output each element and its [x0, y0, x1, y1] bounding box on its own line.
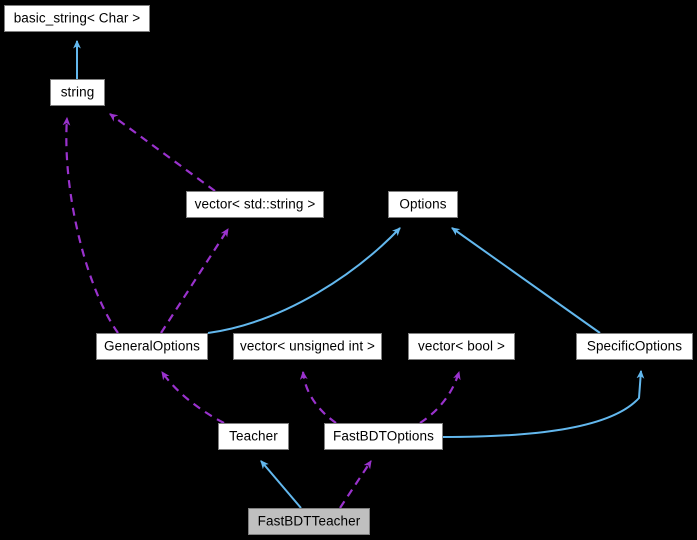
edge-fastbdt-options-to-specific-options	[442, 369, 645, 438]
node-general-options[interactable]: GeneralOptions	[96, 333, 208, 360]
node-label: vector< std::string >	[194, 196, 316, 212]
node-label: SpecificOptions	[586, 338, 683, 354]
node-vector-std-string[interactable]: vector< std::string >	[186, 191, 324, 218]
node-label: FastBDTOptions	[333, 428, 434, 444]
node-fastbdt-teacher[interactable]: FastBDTTeacher	[248, 508, 370, 535]
node-specific-options[interactable]: SpecificOptions	[576, 333, 693, 360]
node-label: GeneralOptions	[104, 338, 200, 354]
node-string[interactable]: string	[50, 79, 105, 106]
edge-fastbdt-teacher-to-teacher	[260, 460, 302, 509]
edge-general-options-to-string	[62, 116, 119, 334]
node-vector-unsigned-int[interactable]: vector< unsigned int >	[233, 333, 382, 360]
node-label: FastBDTTeacher	[257, 513, 361, 529]
node-teacher[interactable]: Teacher	[218, 423, 289, 450]
edge-teacher-to-general-options	[161, 371, 225, 424]
edge-fastbdt-teacher-to-fastbdt-options	[339, 460, 372, 509]
node-vector-bool[interactable]: vector< bool >	[408, 333, 515, 360]
node-label: basic_string< Char >	[13, 10, 141, 26]
node-label: Options	[399, 196, 447, 212]
edge-general-options-to-options	[207, 227, 401, 334]
node-fastbdt-options[interactable]: FastBDTOptions	[324, 423, 443, 450]
node-label: vector< unsigned int >	[239, 338, 376, 354]
node-label: string	[60, 84, 95, 100]
node-label: vector< bool >	[418, 338, 505, 354]
node-basic-string[interactable]: basic_string< Char >	[4, 5, 150, 32]
edge-vector-string-to-string	[109, 113, 216, 192]
edge-fastbdt-options-to-vector-bool	[419, 370, 461, 424]
edge-specific-options-to-options	[451, 227, 601, 334]
node-options[interactable]: Options	[388, 191, 458, 218]
edge-general-options-to-vector-string	[160, 228, 229, 334]
node-label: Teacher	[229, 428, 278, 444]
edge-fastbdt-options-to-vector-uint	[299, 370, 337, 424]
